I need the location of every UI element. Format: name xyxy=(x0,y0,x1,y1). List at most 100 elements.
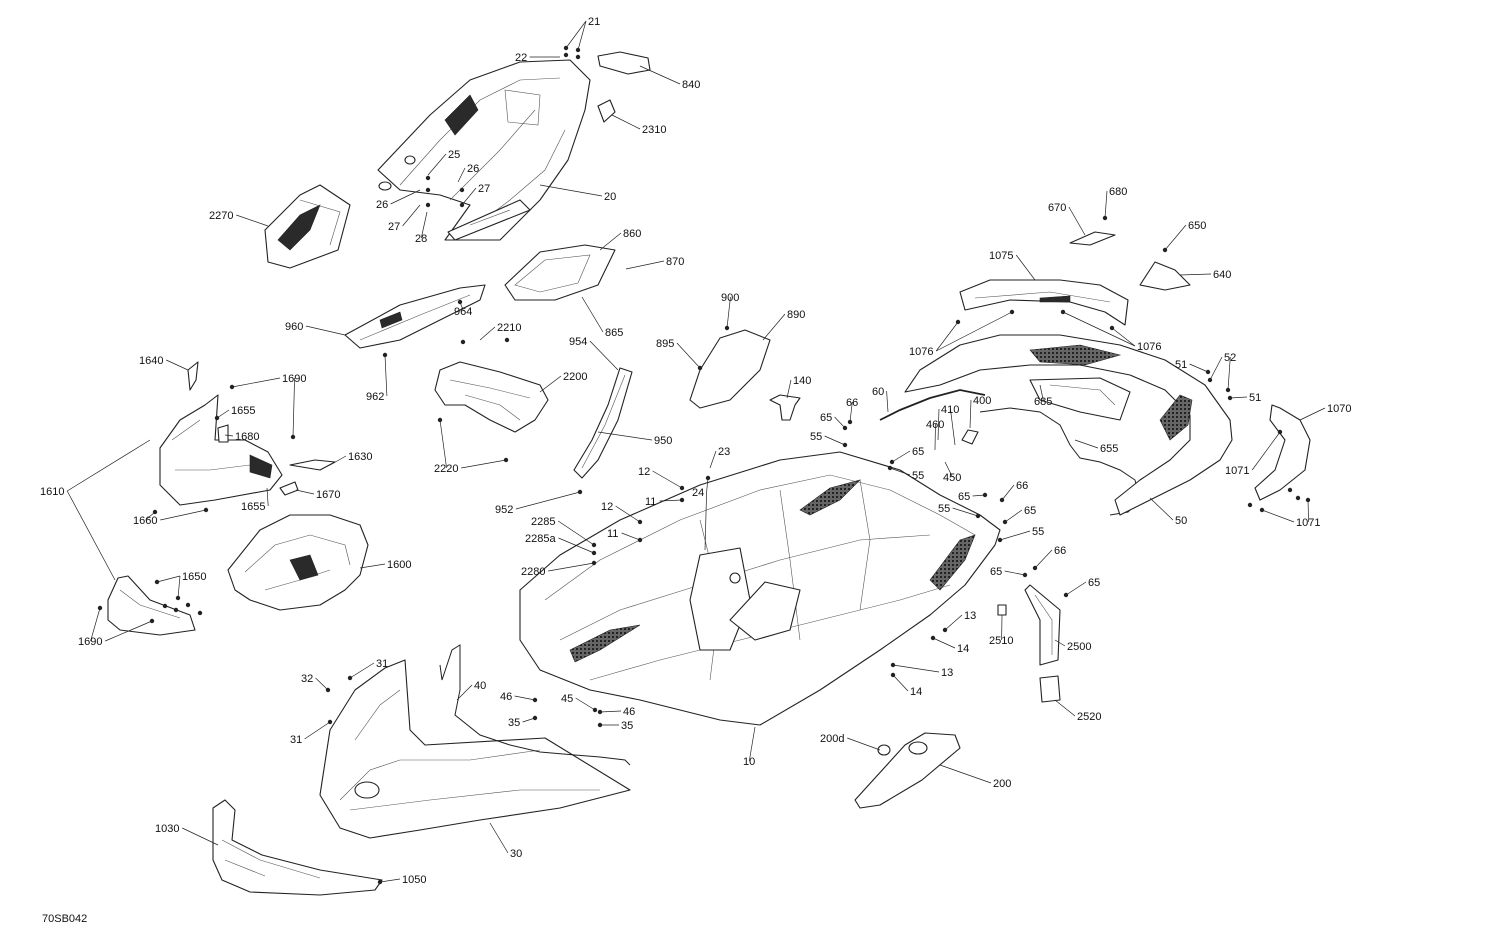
fastener-icon xyxy=(327,719,333,725)
fastener-icon xyxy=(1227,395,1233,401)
fastener-icon xyxy=(175,595,181,601)
leader-line xyxy=(1062,311,1136,347)
leader-line xyxy=(384,354,388,397)
fasteners xyxy=(97,45,1311,885)
callout-label: 1076 xyxy=(1137,341,1161,353)
callout-label: 950 xyxy=(654,435,672,447)
part-20-upper-cover xyxy=(377,59,591,241)
fastener-icon xyxy=(173,607,179,613)
callout-label: 1030 xyxy=(155,823,179,835)
callout-label: 66 xyxy=(1054,545,1066,557)
fastener-icon xyxy=(1109,325,1115,331)
callout-label: 65 xyxy=(912,446,924,458)
callout-label: 685 xyxy=(1034,396,1052,408)
leader-line xyxy=(1164,224,1187,251)
callout-label: 2270 xyxy=(209,210,233,222)
fastener-icon xyxy=(425,187,431,193)
leader-line xyxy=(329,455,347,466)
fastener-icon xyxy=(149,618,155,624)
callout-label: 65 xyxy=(990,566,1002,578)
leader-line xyxy=(581,296,604,333)
part-2200 xyxy=(434,361,549,433)
callout-label: 1630 xyxy=(348,451,372,463)
callout-label: 40 xyxy=(474,680,486,692)
callout-label: 51 xyxy=(1249,392,1261,404)
part-860 xyxy=(504,244,616,301)
callout-label: 11 xyxy=(645,496,656,508)
leader-line xyxy=(402,204,421,227)
callout-label: 954 xyxy=(569,336,587,348)
fastener-icon xyxy=(975,513,981,519)
fastener-icon xyxy=(1305,497,1311,503)
callout-label: 1655 xyxy=(241,501,265,513)
leader-line xyxy=(1209,356,1223,381)
callout-label: 1600 xyxy=(387,559,411,571)
fastener-icon xyxy=(724,325,730,331)
callout-label: 964 xyxy=(454,306,472,318)
part-40-cable xyxy=(439,644,631,766)
callout-label: 680 xyxy=(1109,186,1127,198)
callout-label: 1075 xyxy=(989,250,1013,262)
leader-line xyxy=(834,416,846,429)
leader-line xyxy=(575,697,596,711)
fastener-icon xyxy=(997,537,1003,543)
callout-label: 21 xyxy=(588,16,600,28)
diagram-code: 70SB042 xyxy=(42,913,87,925)
leader-line xyxy=(160,509,207,521)
leader-line xyxy=(1299,407,1326,421)
leader-line xyxy=(1229,396,1248,399)
leader-line xyxy=(597,431,653,441)
leader-line xyxy=(892,674,909,692)
leader-line xyxy=(1307,499,1309,523)
fastener-icon xyxy=(532,715,538,721)
leader-line xyxy=(1104,190,1108,219)
leader-line xyxy=(105,620,153,642)
fastener-icon xyxy=(563,52,569,58)
part-30-front-lower xyxy=(319,659,631,839)
leader-line xyxy=(659,499,683,502)
leader-line xyxy=(156,575,181,583)
callout-label: 66 xyxy=(1016,480,1028,492)
callout-label: 1650 xyxy=(182,571,206,583)
callout-label: 460 xyxy=(926,419,944,431)
leader-line xyxy=(514,695,536,701)
leader-lines xyxy=(66,20,1326,883)
fastener-icon xyxy=(97,605,103,611)
leader-line xyxy=(224,434,234,437)
part-1075 xyxy=(959,279,1129,326)
leader-line xyxy=(1074,439,1099,449)
fastener-icon xyxy=(842,442,848,448)
leader-line xyxy=(236,214,269,227)
leader-line xyxy=(726,296,731,329)
callout-label: 962 xyxy=(366,391,384,403)
fastener-icon xyxy=(697,365,703,371)
fastener-icon xyxy=(575,47,581,53)
callout-label: 35 xyxy=(508,717,520,729)
callout-label: 1690 xyxy=(78,636,102,648)
fastener-icon xyxy=(637,519,643,525)
fastener-icon xyxy=(152,509,158,515)
part-60-strip xyxy=(879,389,986,421)
callout-label: 1690 xyxy=(282,373,306,385)
callout-label: 2285a xyxy=(525,533,556,545)
part-2500 xyxy=(1024,584,1061,666)
leader-line xyxy=(939,764,992,784)
callout-label: 1050 xyxy=(402,874,426,886)
leader-line xyxy=(1004,570,1026,576)
fastener-icon xyxy=(347,675,353,681)
part-840 xyxy=(597,51,651,75)
callout-label: 1610 xyxy=(40,486,64,498)
leader-line xyxy=(456,684,473,701)
fastener-icon xyxy=(591,550,597,556)
leader-line xyxy=(786,379,792,399)
callout-label: 66 xyxy=(846,397,858,409)
fastener-icon xyxy=(1102,215,1108,221)
callout-label: 200d xyxy=(820,733,844,745)
leader-line xyxy=(1004,509,1023,523)
callout-label: 1670 xyxy=(316,489,340,501)
part-1600 xyxy=(227,514,369,611)
leader-line xyxy=(1054,639,1066,647)
leader-line xyxy=(1054,699,1076,717)
callout-label: 24 xyxy=(692,487,704,499)
fastener-icon xyxy=(229,384,235,390)
